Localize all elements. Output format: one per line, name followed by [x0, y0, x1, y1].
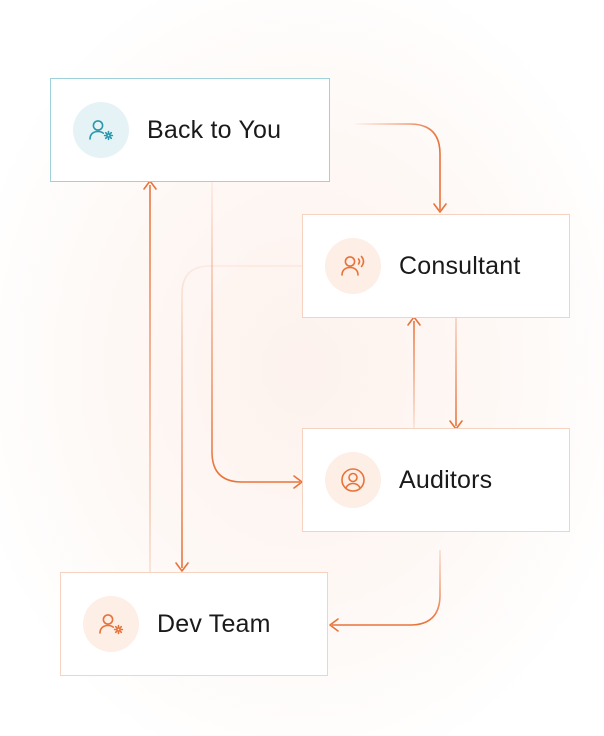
- edge-consultant-to-dev: [181, 265, 303, 568]
- node-label-consultant: Consultant: [399, 251, 521, 280]
- user-gear-icon: [73, 102, 129, 158]
- user-gear-icon: [83, 596, 139, 652]
- node-auditors[interactable]: Auditors: [302, 428, 570, 532]
- node-consultant[interactable]: Consultant: [302, 214, 570, 318]
- node-dev-team[interactable]: Dev Team: [60, 572, 328, 676]
- edge-back-to-consultant: [355, 123, 441, 210]
- user-voice-icon: [325, 238, 381, 294]
- edge-auditors-to-dev: [332, 550, 441, 626]
- arrowhead-into-dev-from-auditors: [329, 618, 339, 632]
- user-circle-icon: [325, 452, 381, 508]
- node-label-dev-team: Dev Team: [157, 609, 271, 638]
- node-label-auditors: Auditors: [399, 465, 493, 494]
- node-label-back-to-you: Back to You: [147, 115, 282, 144]
- arrowhead-into-consultant: [433, 203, 447, 213]
- arrowhead-into-dev-from-consultant: [175, 562, 189, 572]
- node-back-to-you[interactable]: Back to You: [50, 78, 330, 182]
- edge-back-to-auditors: [211, 182, 300, 483]
